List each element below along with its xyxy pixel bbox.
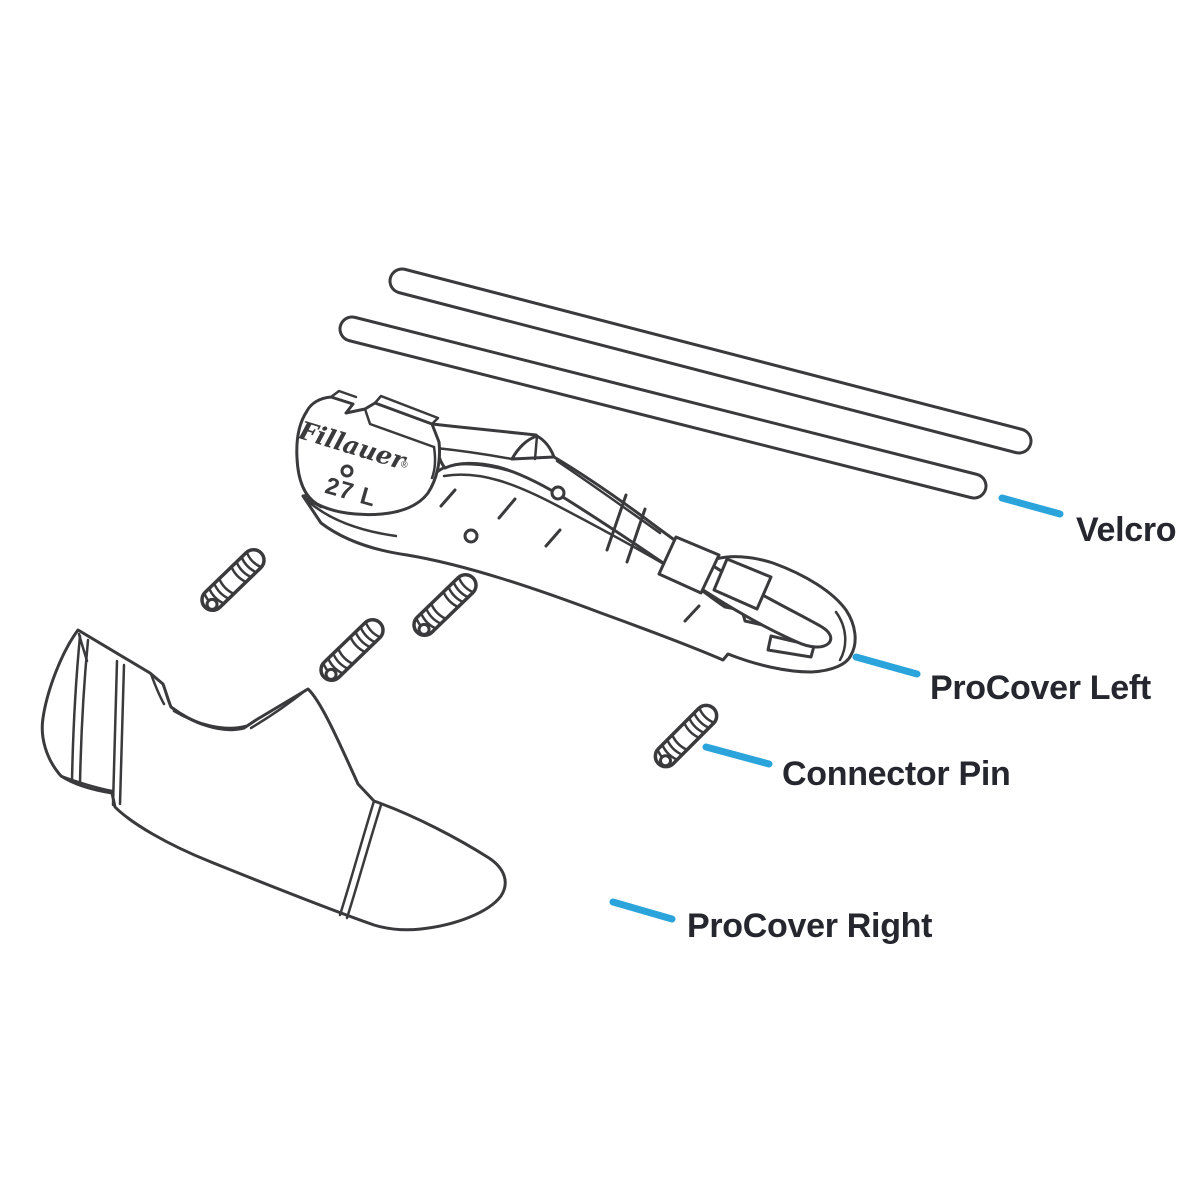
label-procover-left: ProCover Left — [930, 669, 1151, 707]
velcro-strap-bottom — [338, 315, 988, 500]
left-heel-ridge-base — [363, 407, 436, 449]
right-fin-crease — [77, 632, 89, 663]
left-arm-saddle-line — [434, 446, 514, 461]
left-sole-hole — [463, 528, 479, 544]
leader-line-procover-right — [609, 898, 676, 923]
left-toe-wedge — [712, 557, 773, 611]
connector-pin-4 — [649, 699, 723, 773]
leader-line-velcro — [998, 494, 1064, 518]
left-arm-fold-crease — [533, 434, 539, 461]
right-vamp-fold-line — [249, 688, 308, 730]
right-collar-inner-line — [172, 709, 248, 730]
left-sole-slash-1 — [439, 488, 457, 508]
callouts: Velcro ProCover Left Connector Pin ProCo… — [609, 494, 1177, 945]
left-sole-heel-lip-line — [307, 500, 398, 538]
left-arm-edge-line — [555, 459, 662, 535]
left-heel-hole — [340, 464, 354, 478]
right-cover-outline — [40, 628, 507, 932]
left-sole-edge-line — [442, 473, 688, 579]
right-toe-seam-1 — [338, 799, 376, 917]
velcro-strap-top — [388, 267, 1033, 455]
right-heel-seam-1 — [111, 659, 119, 807]
left-arm-band-line-2 — [625, 507, 647, 564]
right-heel-seam-2 — [118, 663, 126, 806]
left-toe-sleeve — [657, 535, 721, 595]
label-procover-right: ProCover Right — [687, 907, 932, 945]
connector-pin-2 — [314, 613, 390, 687]
left-heel-ridge-edge — [430, 445, 437, 480]
connector-pin-1 — [195, 543, 271, 617]
leader-line-procover-left — [852, 653, 921, 678]
left-heel-ridge-top — [373, 394, 440, 426]
left-sole-slash-3 — [544, 528, 562, 548]
leader-line-connector-pin — [702, 743, 773, 768]
brand-registered-icon: ® — [398, 459, 410, 471]
left-arm-hole — [550, 485, 566, 501]
right-fin-seam-1 — [70, 634, 82, 783]
procover-left-part: Fillauer ® 27 L — [294, 389, 857, 674]
connector-pin-3 — [407, 568, 483, 642]
left-heel-tab-top — [329, 389, 358, 399]
right-heel-bottom-line — [59, 774, 114, 793]
left-heel-block — [295, 395, 441, 517]
right-collar-tab-edge — [149, 672, 166, 706]
label-velcro: Velcro — [1076, 511, 1176, 549]
procover-right-part — [40, 628, 507, 932]
right-fin-seam-2 — [78, 638, 90, 786]
left-sole-slash-4 — [683, 604, 701, 623]
left-toe-inner-arc — [834, 610, 847, 662]
right-toe-seam-2 — [345, 803, 383, 920]
velcro-straps — [338, 267, 1033, 500]
label-connector-pin: Connector Pin — [782, 755, 1010, 793]
left-sole-slash-2 — [497, 497, 517, 520]
left-arm-band-line-1 — [605, 493, 628, 552]
